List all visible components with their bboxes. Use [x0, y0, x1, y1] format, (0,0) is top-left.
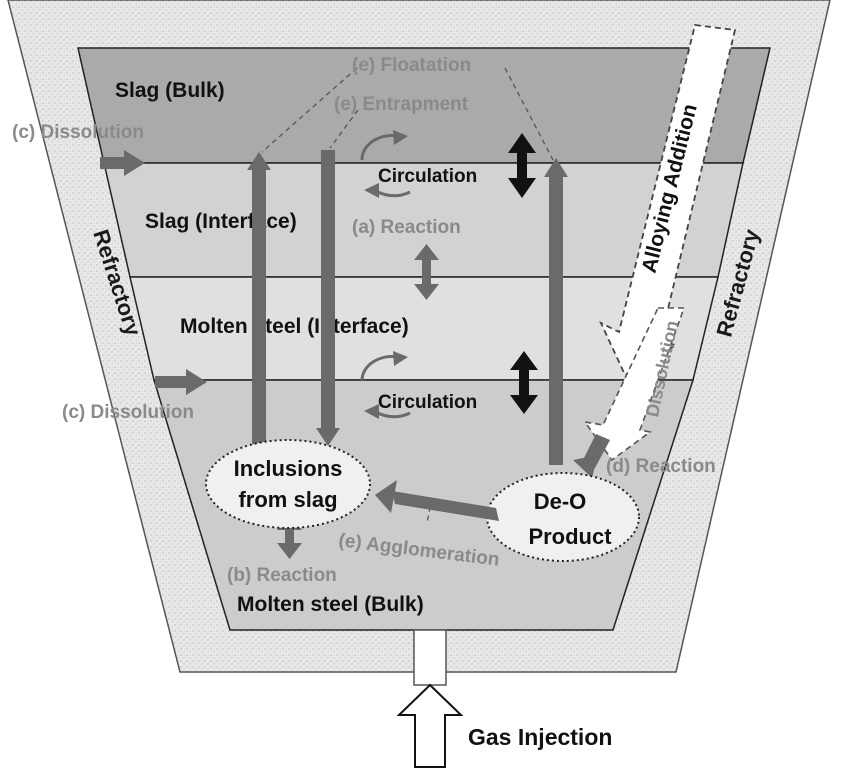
reaction-a-label: (a) Reaction — [352, 217, 461, 238]
dissolution-alloy-arrow — [583, 307, 686, 462]
floatation-arrow-left-shaft — [252, 168, 266, 450]
reaction-b-label: (b) Reaction — [227, 565, 337, 586]
inclusions-bubble — [205, 439, 371, 529]
alloying-addition-arrow — [599, 24, 737, 377]
mixing-arrow-lower — [510, 351, 538, 414]
reaction-a-double-arrow — [414, 244, 439, 300]
dissolution-arrow-top — [100, 150, 145, 176]
gas-pipe — [413, 629, 447, 686]
floatation-label: (e) Floatation — [352, 55, 471, 76]
mixing-arrow-upper — [508, 133, 536, 198]
gas-injection-arrow — [396, 683, 464, 768]
floatation-arrow-right-head — [544, 158, 568, 177]
steel-interface-label: Molten steel (Interface) — [180, 315, 409, 338]
circulation-lower-label: Circulation — [378, 392, 477, 413]
circulation-upper-label: Circulation — [378, 166, 477, 187]
slag-bulk-label: Slag (Bulk) — [115, 79, 225, 102]
dissolution-top-label: (c) Dissolution — [12, 122, 144, 143]
reaction-d-arrow — [573, 434, 610, 478]
dissolution-arrow-mid — [155, 369, 207, 395]
slag-interface-label: Slag (Interface) — [145, 210, 297, 233]
dissolution-mid-label: (c) Dissolution — [62, 402, 194, 423]
entrapment-arrow-shaft — [321, 150, 335, 430]
deo-label-2: Product — [528, 524, 612, 549]
entrapment-arrow-head — [316, 428, 340, 446]
entrapment-label: (e) Entrapment — [334, 94, 469, 115]
circulation-lower-icon — [360, 351, 411, 419]
reaction-d-label: (d) Reaction — [606, 456, 716, 477]
floatation-arrow-left-head — [247, 152, 271, 170]
circulation-upper-icon — [360, 130, 411, 198]
deo-label-1: De-O — [534, 489, 587, 514]
steel-bulk-label: Molten steel (Bulk) — [237, 593, 424, 616]
gas-injection-label: Gas Injection — [468, 724, 612, 750]
floatation-arrow-right-shaft — [549, 175, 563, 465]
inclusions-label-1: Inclusions — [234, 456, 343, 481]
inclusions-label-2: from slag — [238, 487, 337, 512]
agglomeration-arrow — [375, 480, 499, 521]
